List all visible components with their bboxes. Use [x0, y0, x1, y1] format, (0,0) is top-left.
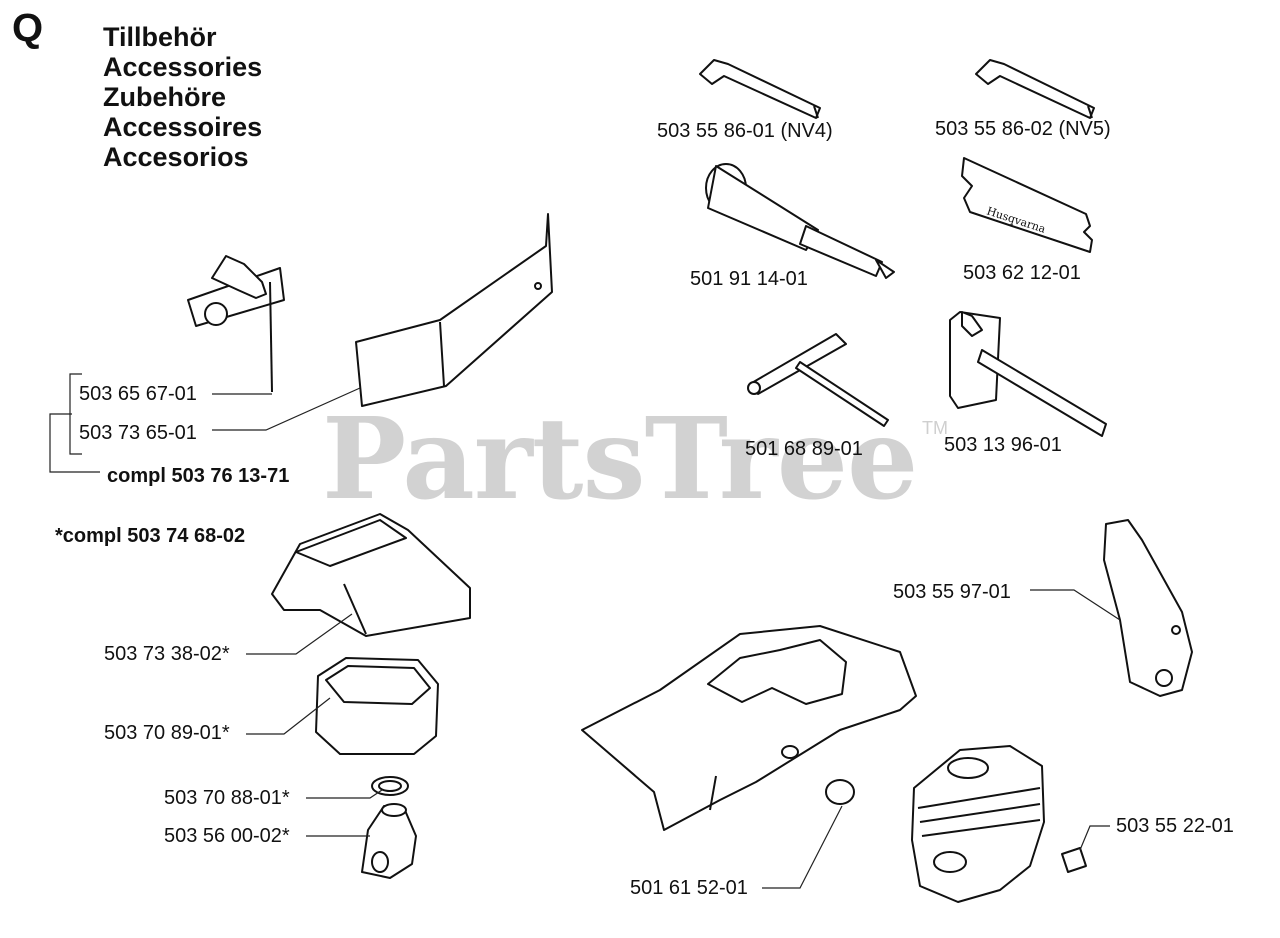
part-label-hex-key-nv5[interactable]: 503 55 86-02 (NV5) — [935, 118, 1111, 140]
cylinder-cover-large-drawing — [581, 625, 917, 831]
part-label-hex-key-nv4[interactable]: 503 55 86-01 (NV4) — [657, 120, 833, 142]
t-wrench-drawing — [747, 333, 889, 427]
watermark-trademark: TM — [922, 418, 948, 438]
part-label-intake-manifold[interactable]: 503 56 00-02* — [164, 825, 290, 847]
title-swedish: Tillbehör — [103, 22, 217, 52]
part-label-bracket-right[interactable]: 503 55 97-01 — [893, 581, 1011, 603]
part-label-hose-clamp[interactable]: 503 70 88-01* — [164, 787, 290, 809]
section-letter: Q — [12, 6, 44, 50]
bracket-right-drawing — [1103, 519, 1193, 697]
watermark-text: PartsTree — [322, 394, 918, 525]
plug-cap-drawing — [825, 779, 855, 805]
part-label-t-wrench[interactable]: 501 68 89-01 — [745, 438, 863, 460]
deflector-plate-drawing — [355, 213, 553, 407]
title-french: Accessoires — [103, 112, 263, 142]
leader-lines — [49, 373, 1121, 889]
title-block: Tillbehör Accessories Zubehöre Accessoir… — [103, 22, 262, 172]
cylinder-cover-small-drawing — [271, 513, 471, 637]
part-label-combi-wrench[interactable]: 503 13 96-01 — [944, 434, 1062, 456]
hex-key-nv5-drawing — [975, 59, 1095, 119]
part-label-plug-cap[interactable]: 501 61 52-01 — [630, 877, 748, 899]
decomp-valve-drawing — [1061, 847, 1087, 873]
hose-clamp-drawing — [371, 776, 409, 796]
chain-bag-drawing: Husqvarna — [961, 157, 1093, 253]
part-label-cylinder-cover-small[interactable]: 503 73 38-02* — [104, 643, 230, 665]
cylinder-drawing — [911, 745, 1045, 903]
part-label-compl-set[interactable]: compl 503 76 13-71 — [107, 465, 290, 487]
tool-501911401-drawing — [705, 163, 895, 279]
title-german: Zubehöre — [103, 82, 227, 112]
combi-wrench-drawing — [949, 311, 1107, 437]
part-label-chain-bag[interactable]: 503 62 12-01 — [963, 262, 1081, 284]
hex-key-nv4-drawing — [699, 59, 821, 119]
intake-manifold-drawing — [361, 803, 417, 879]
part-label-small-bracket[interactable]: 503 65 67-01 — [79, 383, 197, 405]
small-bracket-drawing — [187, 255, 285, 393]
title-english: Accessories — [103, 52, 263, 82]
part-label-compl-filter-set[interactable]: *compl 503 74 68-02 — [55, 525, 246, 547]
part-label-decomp-valve[interactable]: 503 55 22-01 — [1116, 815, 1234, 837]
part-label-air-filter[interactable]: 503 70 89-01* — [104, 722, 230, 744]
part-label-deflector-plate[interactable]: 503 73 65-01 — [79, 422, 197, 444]
title-spanish: Accesorios — [103, 142, 249, 172]
air-filter-drawing — [315, 657, 439, 755]
part-label-tool[interactable]: 501 91 14-01 — [690, 268, 808, 290]
